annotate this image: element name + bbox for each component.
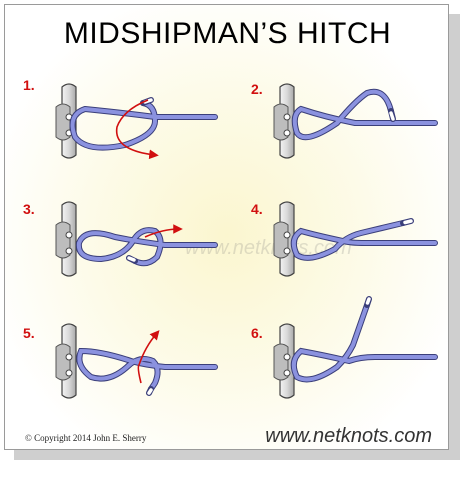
arrow-5-base (137, 364, 142, 384)
cleat-1 (55, 83, 77, 159)
cleat-2 (273, 83, 295, 159)
knot-diagrams (55, 83, 438, 399)
step-1-number: 1. (23, 77, 35, 93)
step-2-number: 2. (251, 81, 263, 97)
rope-4 (290, 218, 438, 261)
rope-3 (75, 227, 218, 267)
arrow-1 (115, 99, 159, 160)
step-6-diagram (273, 296, 438, 399)
cleat-4 (273, 201, 295, 277)
rope-2 (291, 88, 438, 141)
cleat-6 (273, 323, 295, 399)
step-5-diagram (55, 323, 218, 399)
step-2-diagram (273, 83, 438, 159)
cleat-5 (55, 323, 77, 399)
step-4-number: 4. (251, 201, 263, 217)
step-4-diagram (273, 201, 438, 277)
step-3-diagram (55, 201, 218, 277)
rope-6 (290, 296, 438, 383)
copyright-notice: © Copyright 2014 John E. Sherry (25, 433, 147, 443)
step-1-diagram (55, 83, 218, 160)
cleat-3 (55, 201, 77, 277)
website-label: www.netknots.com (265, 425, 432, 447)
watermark: www.netknots.com (185, 237, 352, 259)
step-5-number: 5. (23, 325, 35, 341)
arrow-5 (138, 330, 160, 366)
step-6-number: 6. (251, 325, 263, 341)
instruction-card: MIDSHIPMAN’S HITCH 1. 2. 3. 4. 5. 6. www… (4, 4, 449, 450)
rope-5 (76, 347, 218, 396)
page-title: MIDSHIPMAN’S HITCH (63, 17, 392, 50)
step-3-number: 3. (23, 201, 35, 217)
arrow-3 (144, 224, 183, 238)
rope-1 (69, 97, 218, 151)
